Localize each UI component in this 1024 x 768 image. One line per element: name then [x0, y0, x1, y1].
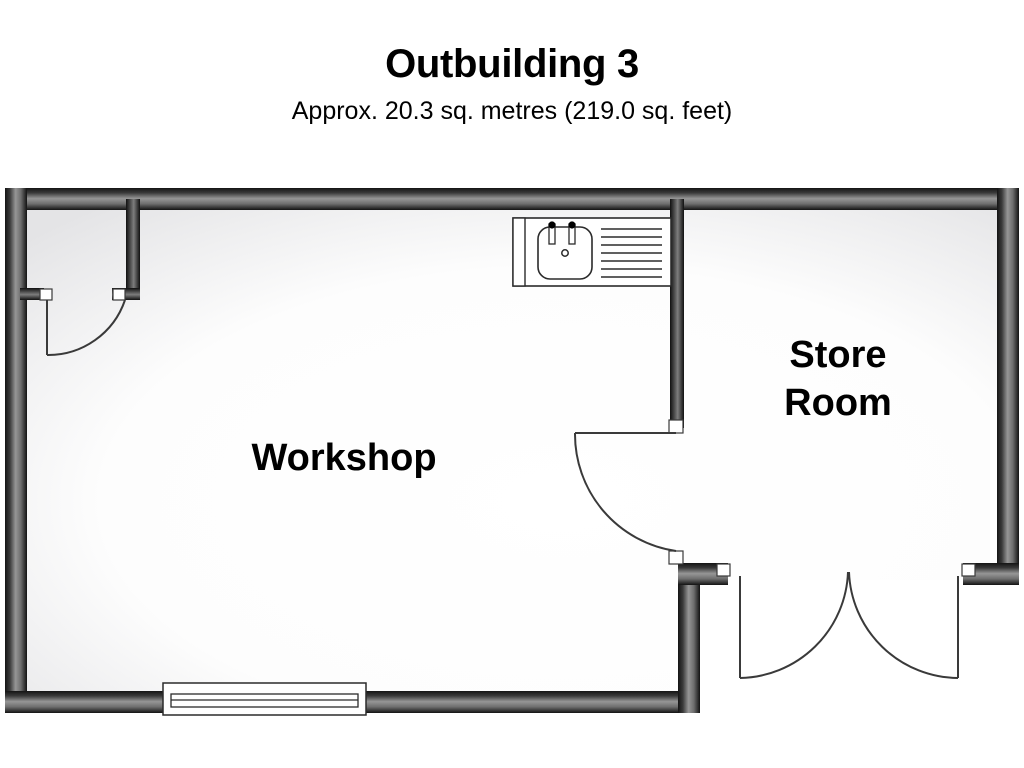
page-title: Outbuilding 3 [385, 42, 639, 86]
sink-plug-hole [561, 249, 569, 257]
room-label-workshop: Workshop [251, 437, 436, 479]
door-swing-arc-store-room [573, 432, 677, 552]
wall-exterior-right [997, 188, 1019, 582]
wall-exterior-left [5, 188, 27, 713]
door-swing-arc-double-left [739, 571, 849, 679]
wall-partition-store-room [670, 199, 684, 428]
sink-unit [512, 217, 672, 287]
title-block: Outbuilding 3 Approx. 20.3 sq. metres (2… [0, 0, 1024, 128]
room-label-store-room-line1: Store [789, 334, 886, 376]
door-jamb-block-double-right [961, 563, 976, 577]
sink-tap-right-head [568, 221, 576, 229]
workshop-entry-door[interactable] [39, 288, 126, 357]
sink-tap-left-head [548, 221, 556, 229]
workshop-window [162, 682, 367, 716]
room-labels-group: Workshop Store Room [251, 334, 891, 479]
room-label-store-room-line2: Room [784, 382, 892, 424]
door-leaf-stop-block-left [112, 288, 126, 301]
sink-counter-end-panel [512, 217, 526, 287]
door-swing-arc-workshop-entry [46, 299, 126, 357]
door-jamb-block-store-top [668, 419, 684, 434]
wall-exterior-step-vertical [678, 563, 700, 713]
door-swing-arc-double-right [848, 571, 959, 679]
floor-area [16, 199, 1008, 702]
store-room-double-doors[interactable] [716, 563, 976, 679]
store-room-door[interactable] [573, 419, 684, 565]
wall-partition-lobby-vertical [126, 199, 140, 300]
wall-door-jamb-left [20, 288, 44, 300]
area-subtitle: Approx. 20.3 sq. metres (219.0 sq. feet) [291, 97, 733, 125]
wall-exterior-bottom-right-stub-right [963, 563, 1019, 585]
wall-exterior-top [5, 188, 1019, 210]
door-jamb-block-double-left [716, 563, 731, 577]
wall-exterior-bottom-right-stub-left [678, 563, 728, 585]
door-jamb-block-store-bottom [668, 550, 684, 565]
floor-fill-group [16, 199, 1008, 702]
internal-walls-group [20, 199, 684, 428]
door-leaf-hinge-block-left [39, 288, 53, 301]
sink-drainer-grooves [601, 228, 662, 278]
